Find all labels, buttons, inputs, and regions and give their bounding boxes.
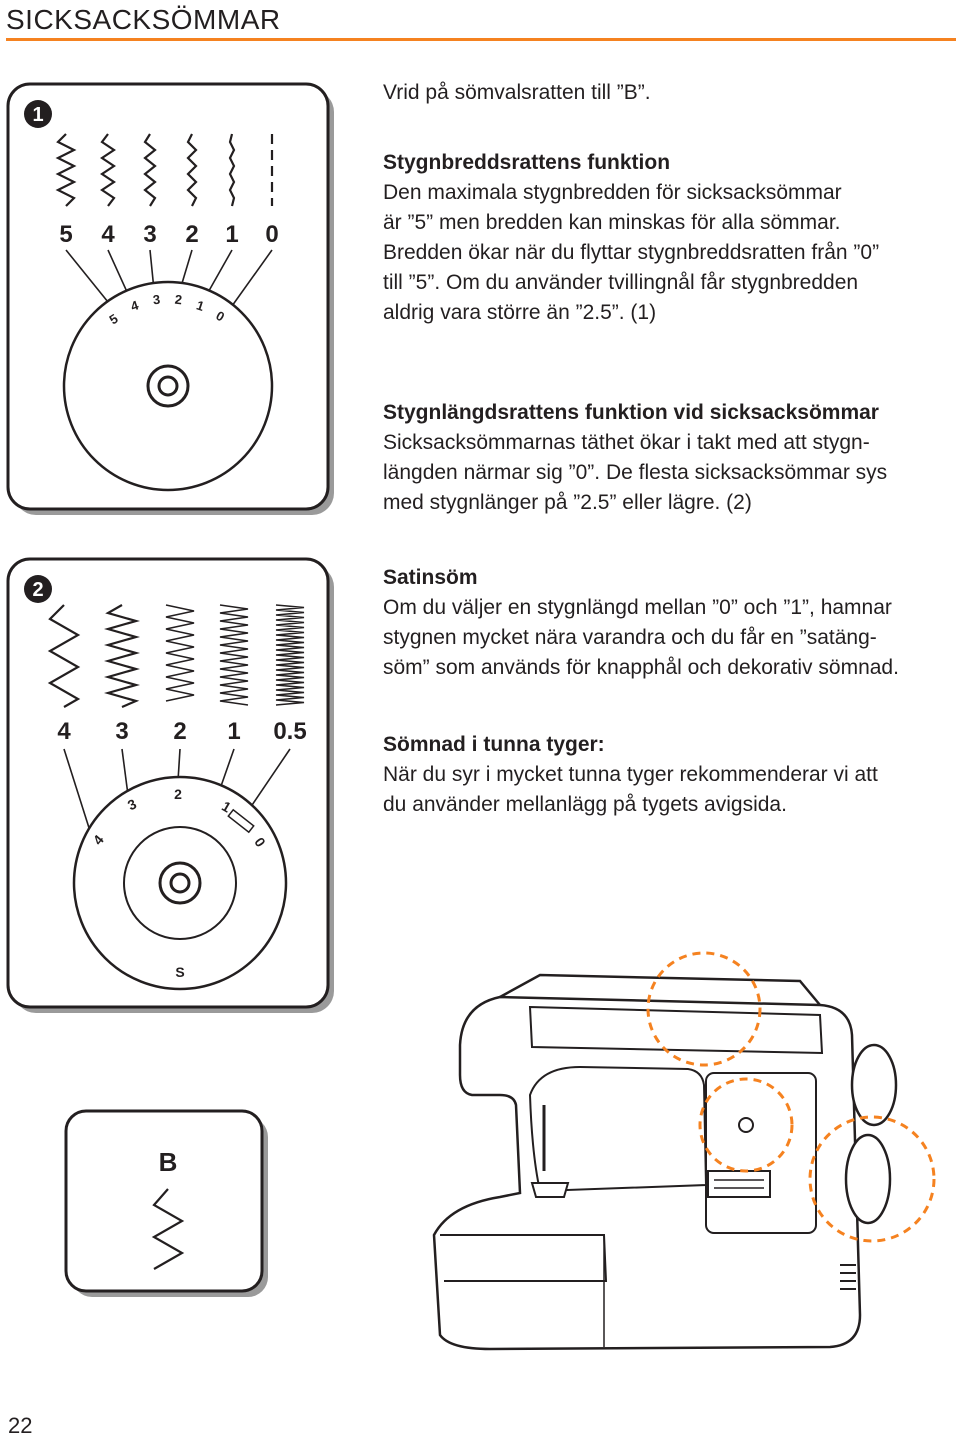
dial-hub-outer: [158, 861, 202, 905]
front-panel: [528, 1005, 824, 1055]
dial-hub-inner: [169, 872, 191, 894]
dial-label: 3: [152, 292, 161, 308]
pattern-dial: [844, 1133, 892, 1225]
body-line: aldrig vara större än ”2.5”. (1): [383, 301, 657, 324]
length-dial: [72, 775, 288, 991]
width-dial: [62, 280, 274, 492]
section-heading: Sömnad i tunna tyger:: [383, 733, 605, 756]
width-label: 4: [101, 221, 115, 248]
section-heading: Stygnbreddsrattens funktion: [383, 151, 671, 174]
dense-zigzags: [165, 604, 305, 706]
page-number: 22: [8, 1413, 33, 1438]
pointer-line: [219, 748, 235, 790]
width-label: 5: [59, 221, 72, 248]
width-knob: [738, 1117, 754, 1133]
length-label: 1: [227, 718, 240, 745]
pointer-line: [231, 249, 273, 307]
free-arm: [440, 1234, 608, 1282]
body-line: Den maximala stygnbredden för sicksacksö…: [383, 181, 842, 204]
badge-number: 1: [32, 104, 43, 126]
highlight-pattern-dial: [808, 1115, 936, 1243]
pointer-line: [65, 249, 109, 303]
panel: [64, 1109, 264, 1293]
width-label: 2: [185, 221, 198, 248]
body-line: Om du väljer en stygnlängd mellan ”0” oc…: [383, 596, 892, 619]
selector-letter: B: [159, 1147, 178, 1177]
page-title: SICKSACKSÖMMAR: [6, 4, 281, 35]
body-line: söm” som används för knapphål och dekora…: [383, 656, 899, 679]
length-label: 0.5: [273, 718, 306, 745]
pointer-line: [205, 249, 233, 297]
length-label: 2: [173, 718, 186, 745]
zigzag-length-1: [219, 604, 249, 706]
dial-label: 1: [195, 297, 207, 314]
width-label: 3: [143, 221, 156, 248]
zigzag-length-2: [165, 604, 195, 702]
zigzag-stitch-2: [186, 133, 198, 207]
section-stitch-width: Stygnbreddsrattens funktion Den maximala…: [383, 148, 953, 328]
length-label: 3: [115, 718, 128, 745]
pointer-line: [177, 748, 181, 782]
body-line: du använder mellanlägg på tygets avigsid…: [383, 793, 787, 816]
section-thin-fabrics: Sömnad i tunna tyger: När du syr i mycke…: [383, 730, 953, 820]
pointer-line: [107, 249, 129, 295]
highlight-top-dial: [646, 951, 762, 1067]
zigzag-stitch-1: [228, 133, 236, 207]
page-header: SICKSACKSÖMMAR: [0, 0, 960, 44]
width-label: 0: [265, 221, 278, 248]
badge-circle: [24, 100, 52, 128]
body-line: med stygnlänger på ”2.5” eller lägre. (2…: [383, 491, 752, 514]
title-rule: [6, 38, 956, 41]
intro-line: Vrid på sömvalsratten till ”B”.: [383, 81, 651, 104]
reverse-lever: [707, 1170, 771, 1198]
zigzag-stitch-5: [55, 133, 77, 207]
body-line: till ”5”. Om du använder tvillingnål får…: [383, 271, 859, 294]
figure-sewing-machine: [432, 951, 936, 1351]
body-line: Bredden ökar när du flyttar stygnbreddsr…: [383, 241, 880, 264]
zigzag-icon: [151, 1188, 185, 1270]
highlight-width-knob: [698, 1077, 794, 1173]
satin-range-marker: [227, 808, 255, 834]
hand-wheel: [850, 1043, 898, 1127]
zigzag-stitch-4: [100, 133, 116, 207]
intro-text: Vrid på sömvalsratten till ”B”.: [383, 78, 953, 108]
dial-label: 2: [174, 786, 182, 802]
dial-inner-ring: [123, 826, 237, 940]
body-line: är ”5” men bredden kan minskas för alla …: [383, 211, 841, 234]
side-panel: [705, 1072, 817, 1234]
dial-label: 2: [174, 292, 183, 308]
dial-label: S: [175, 964, 184, 980]
top-cover: [499, 973, 821, 1006]
dial-hub-outer: [146, 364, 190, 408]
section-stitch-length: Stygnlängdsrattens funktion vid sicksack…: [383, 398, 953, 518]
pointer-line: [121, 748, 129, 796]
section-heading: Satinsöm: [383, 566, 478, 589]
length-label: 4: [57, 718, 71, 745]
width-label: 1: [225, 221, 238, 248]
dial-hub-inner: [157, 375, 179, 397]
section-heading: Stygnlängdsrattens funktion vid sicksack…: [383, 401, 879, 424]
body-line: stygnen mycket nära varandra och du får …: [383, 626, 877, 649]
arm-opening: [528, 1065, 708, 1193]
pointer-line: [63, 748, 91, 832]
figure-stitch-length: 2 4 3 2 1 0.5 4 3 2 1 0 S: [6, 557, 334, 1013]
body-line: längden närmar sig ”0”. De flesta sicksa…: [383, 461, 888, 484]
section-satin: Satinsöm Om du väljer en stygnlängd mell…: [383, 563, 953, 683]
zigzag-stitch-3: [143, 133, 157, 207]
zigzag-length-05: [275, 604, 305, 706]
zigzag-length-3: [103, 604, 141, 709]
zigzag-length-4: [47, 604, 81, 708]
body-line: Sicksacksömmarnas täthet ökar i takt med…: [383, 431, 870, 454]
badge-circle: [24, 575, 52, 603]
presser-foot: [530, 1182, 570, 1198]
badge-number: 2: [32, 579, 43, 601]
figure-selector-b: B: [64, 1109, 268, 1297]
body-line: När du syr i mycket tunna tyger rekommen…: [383, 763, 878, 786]
figure-stitch-width: 1 5 4 3 2 1 0 5 4 3 2 1 0: [6, 82, 334, 515]
